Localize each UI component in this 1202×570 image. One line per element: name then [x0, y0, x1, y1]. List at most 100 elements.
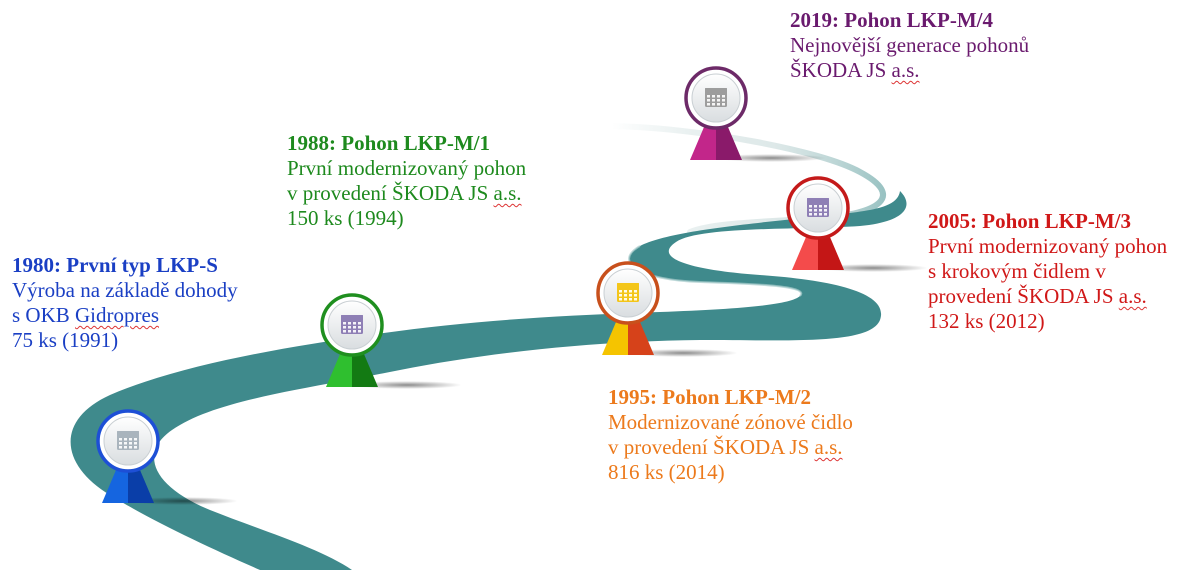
calendar-cell [629, 290, 632, 293]
calendar-cell [712, 103, 715, 106]
calendar-cell [124, 438, 127, 441]
calendar-cell [353, 330, 356, 333]
calendar-cell [629, 294, 632, 297]
timeline-pin-2005 [786, 176, 928, 272]
pin-shadow [352, 381, 462, 389]
pin-shadow [628, 349, 738, 357]
pin-base-dark [818, 230, 844, 270]
calendar-cell [722, 95, 725, 98]
calendar-cell [358, 326, 361, 329]
calendar-cell [634, 290, 637, 293]
calendar-cell [634, 294, 637, 297]
calendar-header [617, 283, 639, 288]
calendar-cell [824, 209, 827, 212]
calendar-cell [119, 442, 122, 445]
calendar-cell [809, 209, 812, 212]
calendar-cell [717, 95, 720, 98]
calendar-cell [819, 205, 822, 208]
calendar-icon [341, 315, 363, 334]
pin-base-light [690, 120, 716, 160]
calendar-cell [124, 442, 127, 445]
milestone-line: ŠKODA JS a.s. [790, 58, 920, 82]
timeline-pin-1988 [320, 293, 462, 389]
milestone-line: 150 ks (1994) [287, 206, 404, 230]
milestone-title-1980: 1980: První typ LKP-S [12, 253, 218, 277]
pin-base-light [602, 315, 628, 355]
calendar-cell [634, 298, 637, 301]
pin-shadow [818, 264, 928, 272]
milestone-label-1980: 1980: První typ LKP-S Výroba na základě … [12, 253, 238, 353]
calendar-cell [619, 298, 622, 301]
calendar-cell [814, 213, 817, 216]
calendar-cell [624, 298, 627, 301]
road-body [70, 191, 907, 570]
calendar-cell [809, 205, 812, 208]
calendar-cell [712, 99, 715, 102]
calendar-icon [117, 431, 139, 450]
calendar-cell [124, 446, 127, 449]
calendar-cell [819, 209, 822, 212]
pin-base-light [102, 463, 128, 503]
calendar-cell [343, 322, 346, 325]
calendar-cell [134, 438, 137, 441]
calendar-cell [353, 326, 356, 329]
milestone-label-1995: 1995: Pohon LKP-M/2 Modernizované zónové… [608, 385, 853, 485]
calendar-cell [358, 322, 361, 325]
milestone-line: 132 ks (2012) [928, 309, 1045, 333]
calendar-cell [358, 330, 361, 333]
calendar-cell [348, 322, 351, 325]
milestone-line: provedení ŠKODA JS a.s. [928, 284, 1147, 308]
milestone-title-2005: 2005: Pohon LKP-M/3 [928, 209, 1131, 233]
road-edge-highlight [628, 245, 803, 297]
calendar-cell [717, 99, 720, 102]
calendar-cell [134, 442, 137, 445]
milestone-line: s OKB Gidropres [12, 303, 159, 327]
milestone-label-1988: 1988: Pohon LKP-M/1 První modernizovaný … [287, 131, 526, 231]
calendar-header [117, 431, 139, 436]
calendar-cell [814, 209, 817, 212]
milestone-line: v provedení ŠKODA JS a.s. [287, 181, 522, 205]
calendar-cell [619, 290, 622, 293]
pin-shadow [716, 154, 826, 162]
milestone-title-1988: 1988: Pohon LKP-M/1 [287, 131, 490, 155]
calendar-cell [707, 103, 710, 106]
calendar-cell [809, 213, 812, 216]
pin-base-dark [628, 315, 654, 355]
milestone-label-2019: 2019: Pohon LKP-M/4 Nejnovější generace … [790, 8, 1029, 83]
milestone-line: s krokovým čidlem v [928, 259, 1106, 283]
pin-base-dark [716, 120, 742, 160]
calendar-cell [824, 205, 827, 208]
timeline-pin-1980 [96, 409, 238, 505]
pin-base-light [326, 347, 352, 387]
calendar-cell [343, 330, 346, 333]
calendar-cell [129, 446, 132, 449]
calendar-cell [129, 442, 132, 445]
calendar-cell [722, 103, 725, 106]
calendar-cell [717, 103, 720, 106]
calendar-cell [824, 213, 827, 216]
calendar-cell [353, 322, 356, 325]
calendar-cell [819, 213, 822, 216]
calendar-cell [624, 294, 627, 297]
calendar-cell [348, 330, 351, 333]
calendar-cell [343, 326, 346, 329]
pin-base-dark [352, 347, 378, 387]
pin-base-dark [128, 463, 154, 503]
calendar-cell [814, 205, 817, 208]
milestone-line: První modernizovaný pohon [287, 156, 527, 180]
pin-shadow [128, 497, 238, 505]
milestone-label-2005: 2005: Pohon LKP-M/3 První modernizovaný … [928, 209, 1167, 334]
calendar-cell [134, 446, 137, 449]
calendar-cell [119, 446, 122, 449]
milestone-line: v provedení ŠKODA JS a.s. [608, 435, 843, 459]
milestone-line: Výroba na základě dohody [12, 278, 238, 302]
calendar-icon [807, 198, 829, 217]
calendar-cell [629, 298, 632, 301]
milestone-line: První modernizovaný pohon [928, 234, 1168, 258]
milestone-line: 816 ks (2014) [608, 460, 725, 484]
milestone-title-1995: 1995: Pohon LKP-M/2 [608, 385, 811, 409]
calendar-cell [348, 326, 351, 329]
calendar-header [705, 88, 727, 93]
calendar-header [341, 315, 363, 320]
